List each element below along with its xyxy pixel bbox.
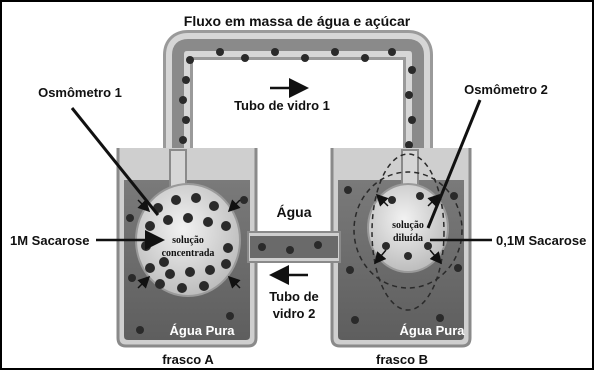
frasco-b-label: frasco B xyxy=(376,352,428,367)
water-particles xyxy=(126,186,462,334)
diagram-title: Fluxo em massa de água e açúcar xyxy=(184,13,411,29)
osmometer-2-outflow-arrows xyxy=(374,193,442,265)
tubo-vidro-1-label: Tubo de vidro 1 xyxy=(234,98,330,113)
tubo-vidro-2-label-line1: Tubo de xyxy=(269,289,319,304)
solucao-diluida-line2: diluída xyxy=(393,233,423,244)
agua-label: Água xyxy=(277,204,312,220)
tubo-vidro-2-label-line2: vidro 2 xyxy=(273,306,316,321)
osmometro-2-leader xyxy=(426,99,482,229)
osmometer-1-particles xyxy=(141,193,233,293)
osmometro-2-label: Osmômetro 2 xyxy=(464,82,548,97)
solucao-diluida-line1: solução xyxy=(392,220,424,231)
osmometro-1-label: Osmômetro 1 xyxy=(38,85,122,100)
glass-tube-1 xyxy=(163,30,433,150)
osmometer-1-inflow-arrows xyxy=(137,199,241,289)
sacarose-01m-label: 0,1M Sacarose xyxy=(496,233,586,248)
solucao-concentrada-line2: concentrada xyxy=(162,248,215,259)
sacarose-1m-label: 1M Sacarose xyxy=(10,233,90,248)
agua-pura-b-label: Água Pura xyxy=(399,323,465,338)
agua-pura-a-label: Água Pura xyxy=(169,323,235,338)
osmometer-2-particles xyxy=(382,192,432,260)
solucao-concentrada-line1: solução xyxy=(172,235,204,246)
frasco-a-label: frasco A xyxy=(162,352,214,367)
tube-1-particles xyxy=(179,48,416,169)
osmometro-1-leader xyxy=(70,107,160,216)
